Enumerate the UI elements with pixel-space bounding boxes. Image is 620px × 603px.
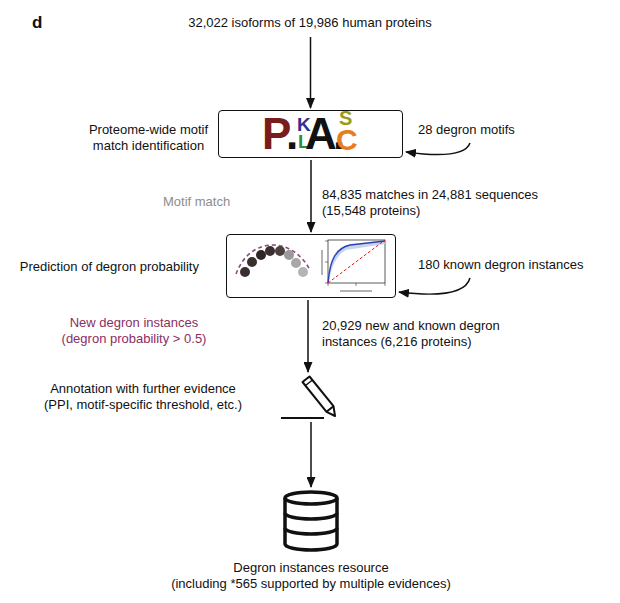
logo-letter: A xyxy=(305,112,337,156)
node-text: 28 degron motifs xyxy=(418,122,538,138)
fit-curve xyxy=(236,245,310,274)
node-text: 32,022 isoforms of 19,986 human proteins xyxy=(150,15,470,31)
flow-arrow xyxy=(310,422,312,487)
flow-arrow xyxy=(310,160,312,232)
node-text: Prediction of degron probability xyxy=(0,259,199,275)
database-icon: Degron instances resource(including *565… xyxy=(282,490,340,552)
flow-arrow xyxy=(399,278,470,294)
input-text: 180 known degron instances xyxy=(418,257,608,274)
input-text: 28 degron motifs xyxy=(418,122,538,139)
count-note: 20,929 new and known degron instances (6… xyxy=(322,318,537,350)
node-text: Annotation with further evidence xyxy=(28,381,258,397)
flow-arrow xyxy=(310,37,312,108)
input-text: 32,022 isoforms of 19,986 human proteins xyxy=(150,15,470,33)
edge-label: Motif match xyxy=(163,194,253,210)
database-icon-shape xyxy=(282,490,340,552)
annotation-icon: Annotation with further evidence(PPI, mo… xyxy=(280,376,336,420)
logo-letter: . xyxy=(286,112,298,156)
node-text: 180 known degron instances xyxy=(418,257,608,273)
node-text: (PPI, motif-specific threshold, etc.) xyxy=(28,397,258,413)
annotation-icon-shape xyxy=(280,376,336,420)
flow-arrow xyxy=(307,300,309,372)
edge-label: New degron instances (degron probability… xyxy=(48,315,220,347)
flow-arrow xyxy=(406,143,470,155)
panel-letter: d xyxy=(32,14,42,31)
node-text: Proteome-wide motif match identification xyxy=(81,122,216,154)
node-text: (including *565 supported by multiple ev… xyxy=(111,576,511,592)
roc-plot xyxy=(322,240,385,291)
count-note: 84,835 matches in 24,881 sequences (15,5… xyxy=(322,187,557,219)
data-dots xyxy=(240,246,308,277)
logo-letter: C xyxy=(336,125,358,155)
node-text: Degron instances resource xyxy=(111,560,511,576)
process-box: Prediction of degron probability xyxy=(226,234,396,298)
